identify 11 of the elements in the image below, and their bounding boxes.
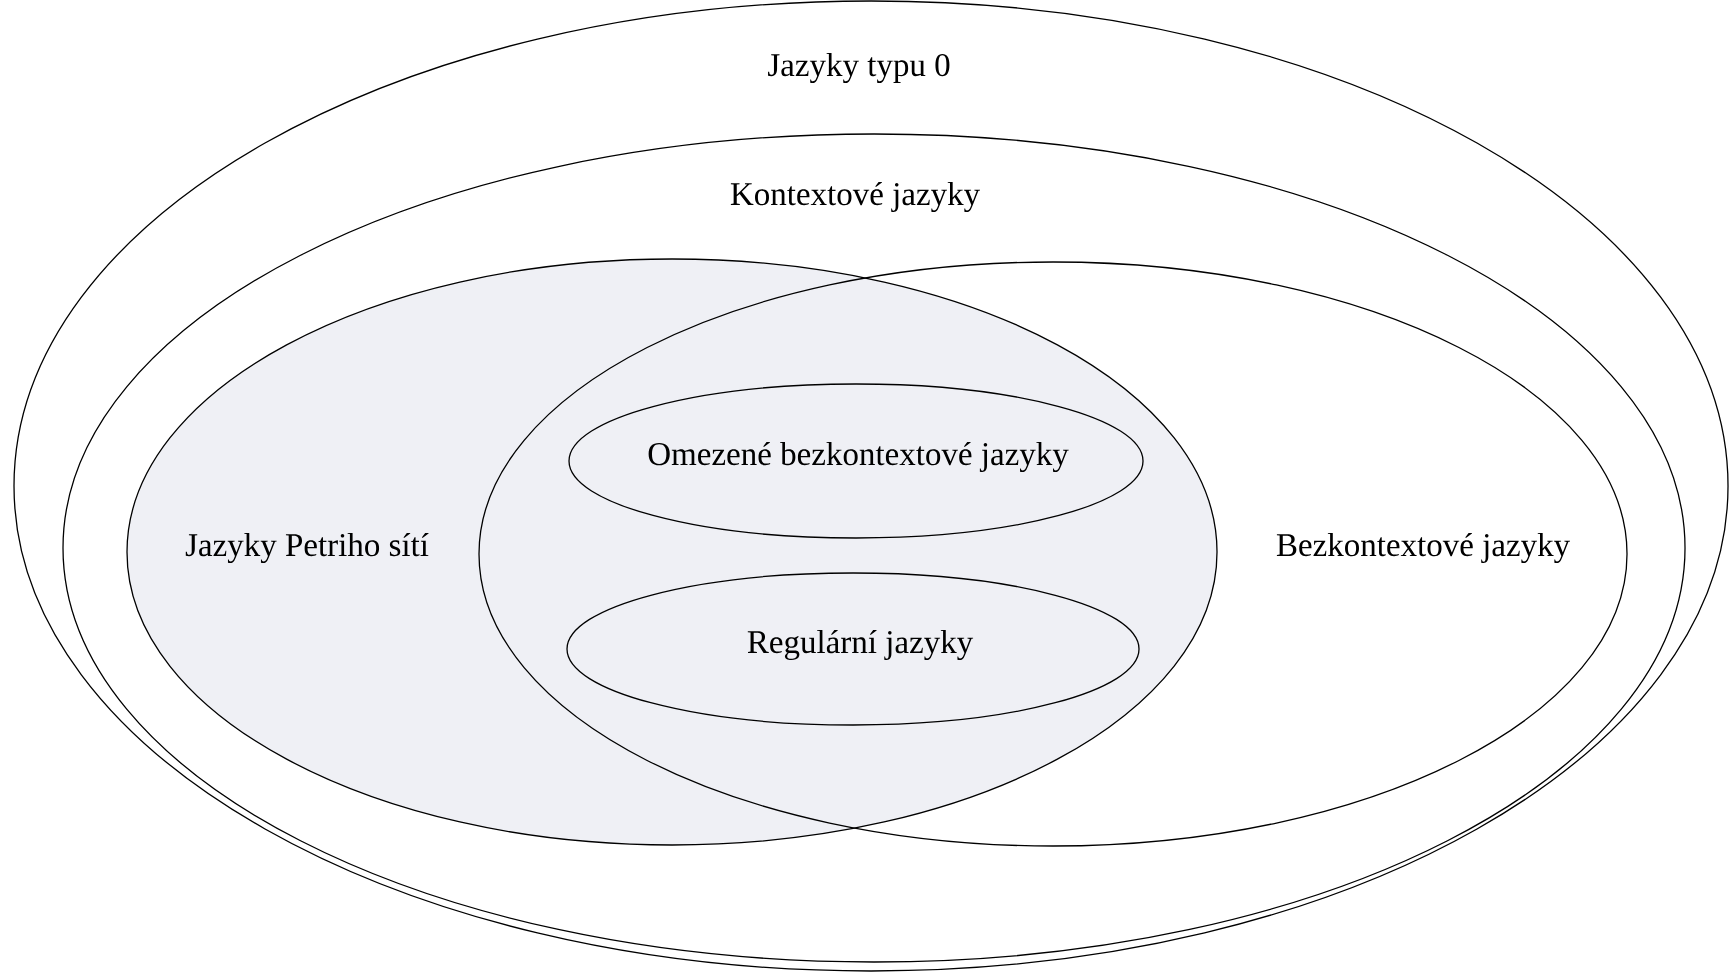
set-label: Kontextové jazyky [730, 181, 980, 212]
ellipse [566, 572, 1140, 726]
ellipse [478, 261, 1628, 847]
set-label: Bezkontextové jazyky [1276, 532, 1570, 564]
ellipse [62, 133, 1686, 963]
set-label: Jazyky typu 0 [768, 53, 950, 83]
set-label: Jazyky Petriho sítí [185, 532, 429, 564]
ellipse [13, 0, 1729, 972]
ellipse [568, 383, 1144, 539]
set-label: Regulární jazyky [747, 629, 974, 661]
set-label: Omezené bezkontextové jazyky [648, 441, 1069, 473]
